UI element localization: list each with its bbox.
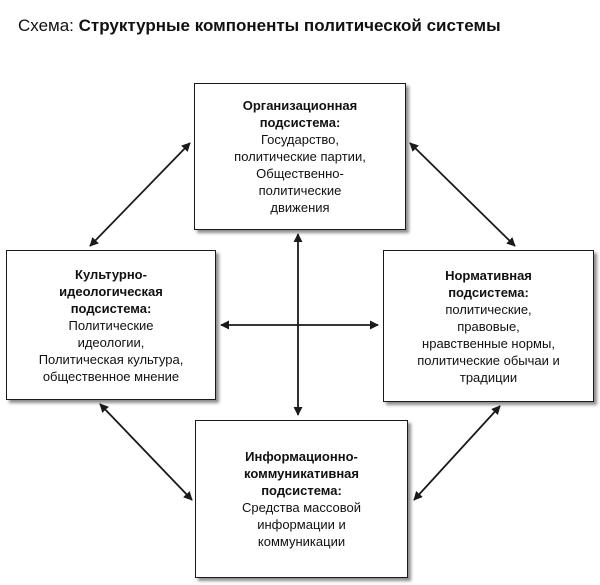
normative-subsystem-items: политические, правовые, нравственные нор… <box>417 301 560 385</box>
arrow-cult-info <box>99 403 193 501</box>
organizational-subsystem-title: Организационная подсистема: <box>242 98 358 130</box>
title-main: Структурные компоненты политической сист… <box>78 16 501 35</box>
normative-subsystem-box: Нормативная подсистема: политические, пр… <box>383 250 594 402</box>
arrow-org-cult <box>89 142 191 247</box>
informational-communicative-subsystem-title: Информационно- коммуникативная подсистем… <box>244 449 359 498</box>
diagram-title: Схема: Структурные компоненты политическ… <box>18 16 588 36</box>
organizational-subsystem-box: Организационная подсистема: Государство,… <box>194 83 406 230</box>
informational-communicative-subsystem-items: Средства массовой информации и коммуника… <box>242 500 361 549</box>
organizational-subsystem-items: Государство, политические партии, Общест… <box>234 132 366 215</box>
cultural-ideological-subsystem-box: Культурно- идеологическая подсистема: По… <box>6 250 216 400</box>
informational-communicative-subsystem-box: Информационно- коммуникативная подсистем… <box>195 420 408 578</box>
cultural-ideological-subsystem-title: Культурно- идеологическая подсистема: <box>59 266 163 316</box>
normative-subsystem-title: Нормативная подсистема: <box>445 267 532 300</box>
arrow-org-norm <box>409 142 516 247</box>
title-prefix: Схема: <box>18 16 79 35</box>
cultural-ideological-subsystem-items: Политические идеологии, Политическая кул… <box>38 317 184 384</box>
arrow-norm-info <box>413 405 501 501</box>
